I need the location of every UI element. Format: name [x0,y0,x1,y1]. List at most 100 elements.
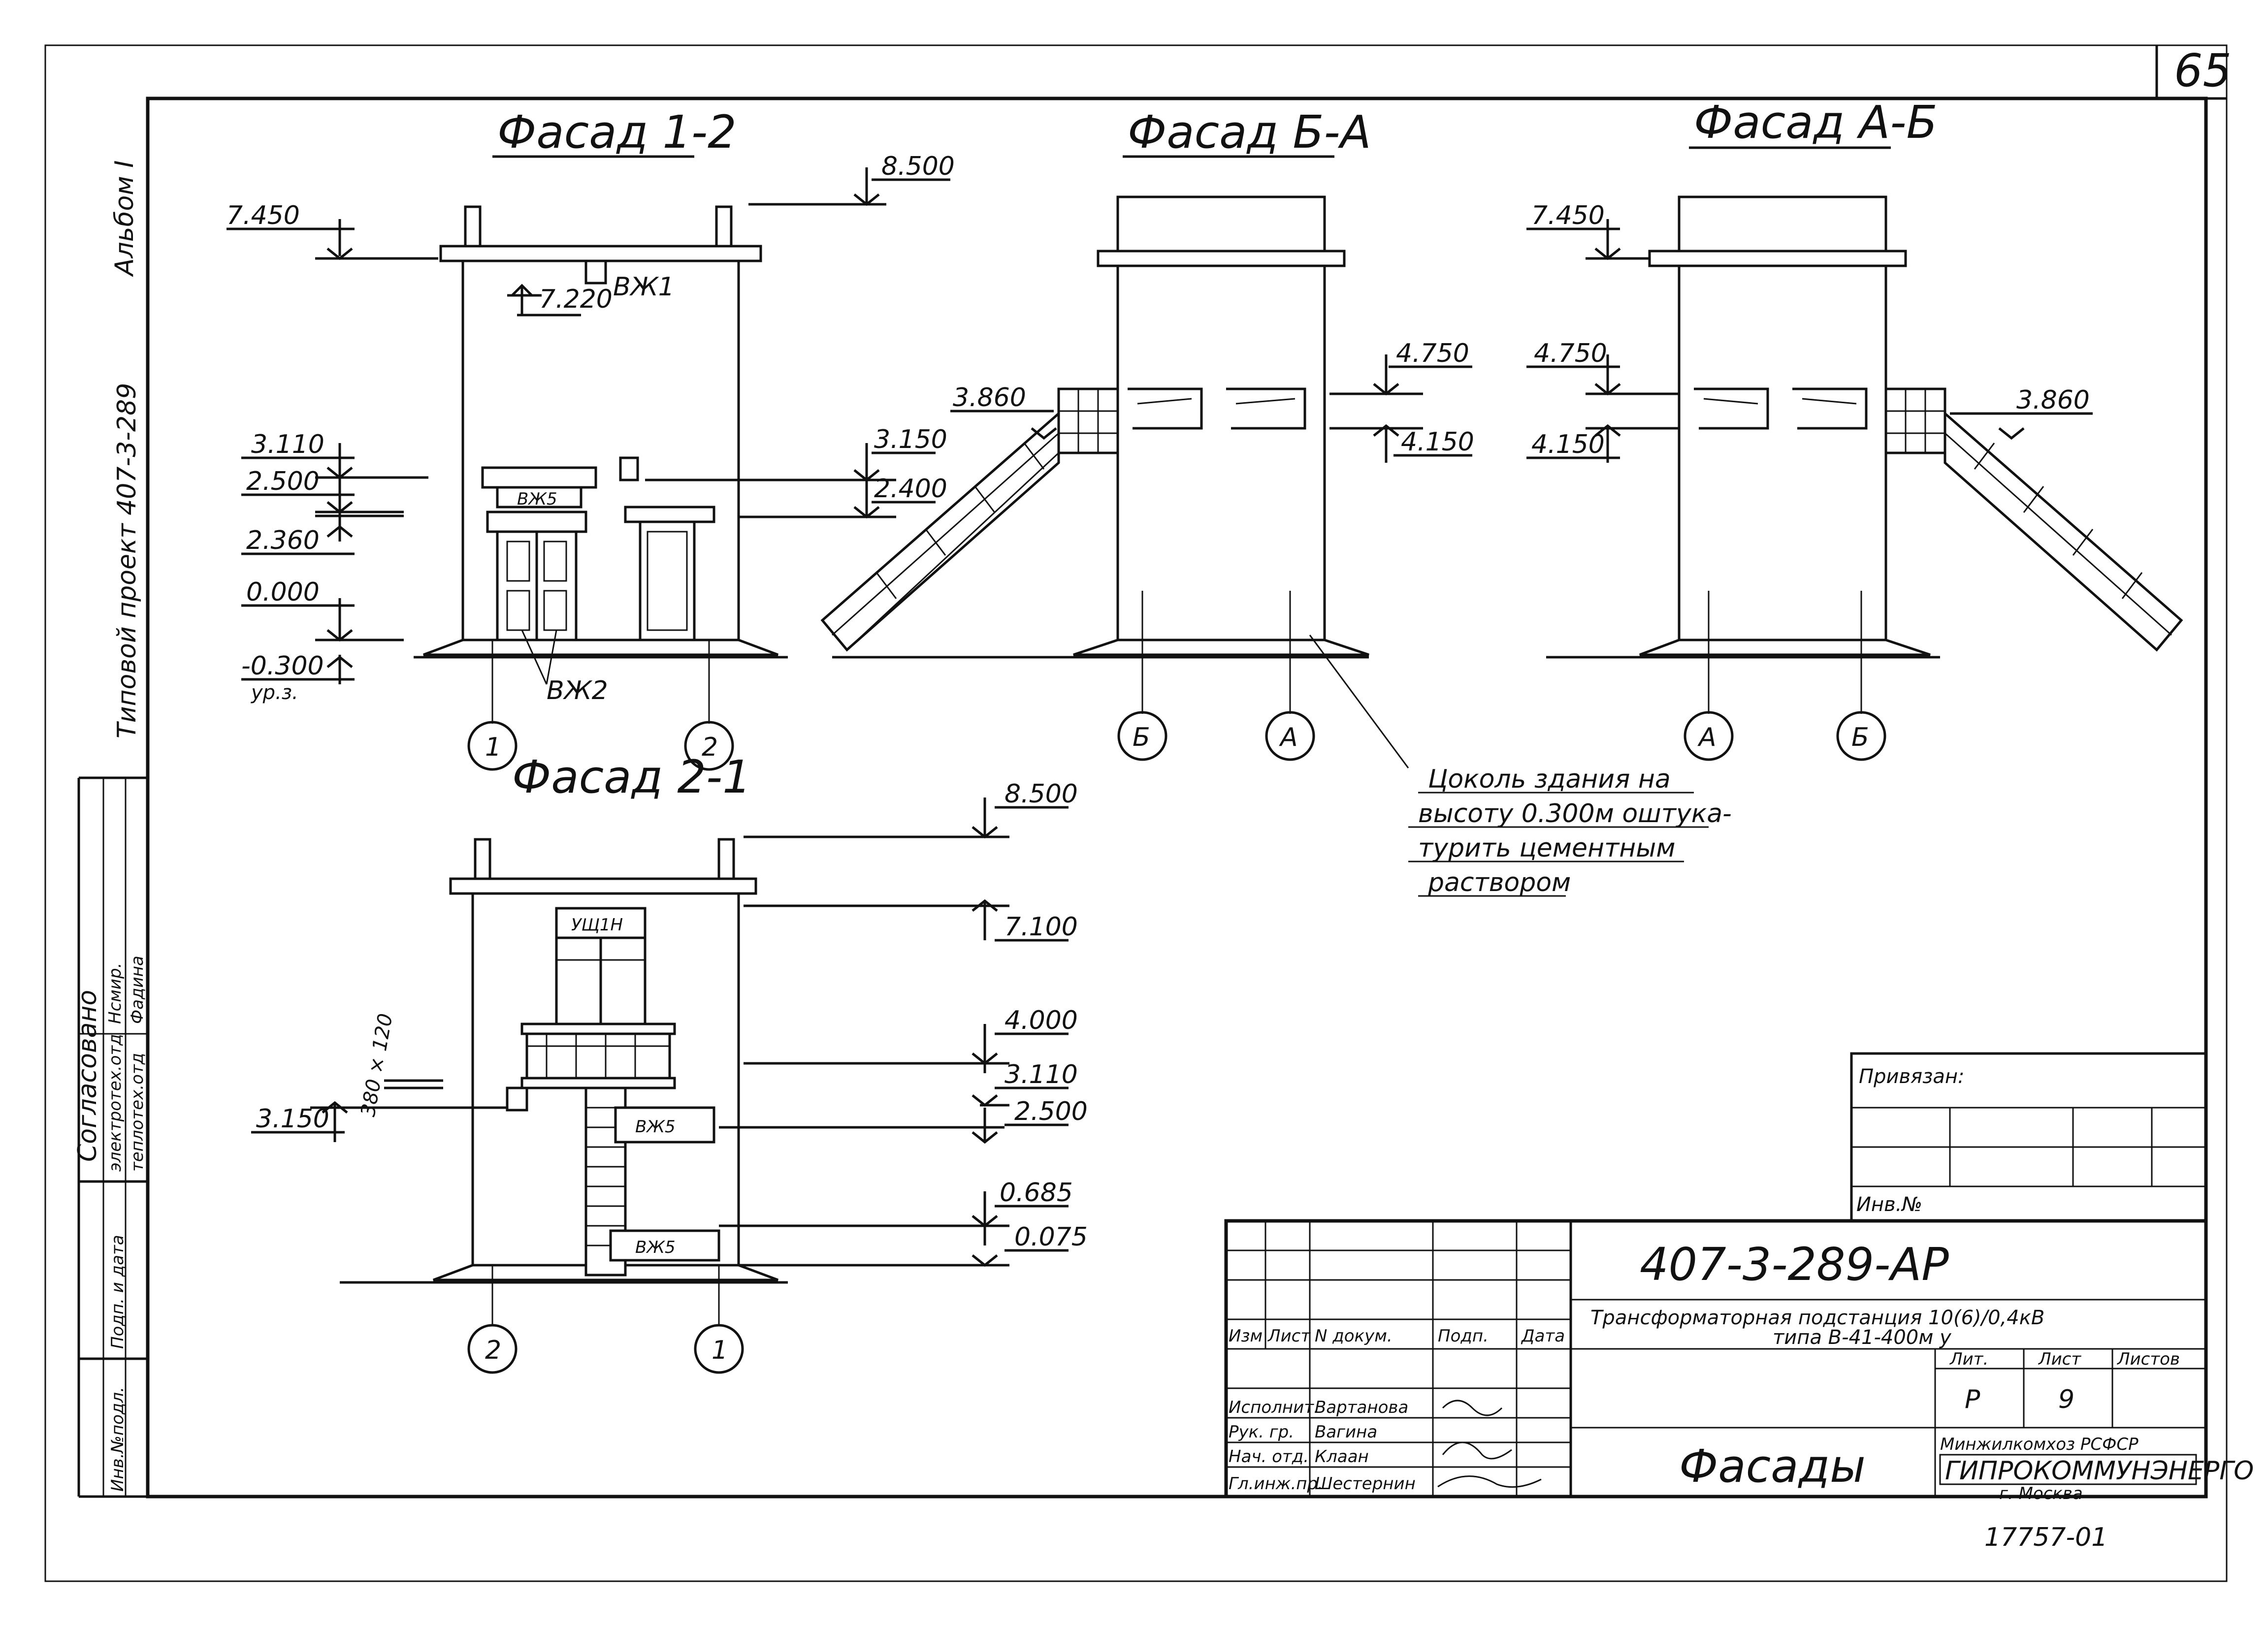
note-leader [1309,635,1409,768]
svg-text:2.500: 2.500 [246,467,320,496]
facade-b-a: Фасад Б-А 3.860 4.750 4.150 Б [820,106,1732,897]
approved-row-3-wrap: Нсмир. [105,963,125,1024]
svg-text:Лист: Лист [1267,1326,1311,1346]
svg-text:3.860: 3.860 [2016,385,2090,415]
axis-2b: 2 [485,1336,501,1365]
svg-text:турить цементным: турить цементным [1418,833,1676,863]
svg-text:8.500: 8.500 [1004,779,1078,809]
mark-vzh2: ВЖ2 [547,676,608,705]
svg-text:2.400: 2.400 [874,474,947,504]
mark-380x120: 380 × 120 [357,1012,397,1118]
svg-text:Исполнит.: Исполнит. [1229,1398,1319,1417]
axis-1b: 1 [712,1336,728,1365]
svg-text:8.500: 8.500 [881,152,955,181]
mark-vzh5-b: ВЖ5 [635,1117,676,1137]
axis-a-1: А [1279,723,1298,752]
svg-text:Листов: Листов [2116,1349,2180,1369]
approved-title: Согласовано [73,990,102,1162]
mark-ushchn: УЩ1Н [571,915,623,935]
svg-text:3.150: 3.150 [256,1104,329,1134]
svg-text:Привязан:: Привязан: [1859,1065,1965,1088]
levels-right-2-1: 8.500 7.100 4.000 3.110 2.500 0.685 0.07… [719,779,1088,1267]
svg-text:Лист: Лист [2038,1349,2081,1369]
svg-text:Цоколь здания на: Цоколь здания на [1428,765,1671,794]
project-label: Типовой проект 407-3-289 [112,383,142,738]
binding-block: Привязан: Инв.№ [1850,1052,2207,1222]
axis-1-circle [467,721,518,771]
archive-number: 17757-01 [1984,1523,2107,1552]
approved-title-wrap: Согласовано [73,990,102,1162]
approved-row-1: электротех.отд [105,1034,125,1172]
inv-label-2-wrap: Подп. и дата [108,1235,128,1349]
svg-text:3.150: 3.150 [874,425,947,454]
axis-1: 1 [485,733,501,762]
plinth-note: Цоколь здания на высоту 0.300м оштука- т… [1408,765,1732,897]
svg-text:4.000: 4.000 [1004,1006,1078,1035]
outer-border [44,44,2228,1582]
facade-b-a-title: Фасад Б-А [1128,106,1371,159]
approved-row-2-wrap: теплотех.отд [128,1053,147,1172]
svg-text:9: 9 [2058,1385,2074,1414]
facade-1-2-plinth [423,638,778,656]
axis-b-2: Б [1851,723,1869,752]
inv-label-2: Подп. и дата [108,1235,128,1349]
svg-text:3.110: 3.110 [251,430,324,459]
svg-text:4.150: 4.150 [1401,427,1474,457]
signature-2 [1442,1441,1512,1460]
signature-1 [1442,1400,1503,1416]
levels-left: 7.450 7.220 3.110 2.500 2.360 0.000 -0.3… [227,201,613,704]
svg-text:0.075: 0.075 [1014,1222,1088,1252]
svg-text:Изм: Изм [1229,1326,1263,1346]
svg-text:4.750: 4.750 [1396,339,1469,368]
svg-text:4.150: 4.150 [1531,430,1605,459]
svg-text:7.450: 7.450 [227,201,300,230]
facade-1-2-title: Фасад 1-2 [497,106,737,159]
svg-text:Лит.: Лит. [1949,1349,1988,1369]
svg-text:Шестернин: Шестернин [1315,1474,1416,1494]
svg-text:3.860: 3.860 [953,383,1026,413]
svg-text:Рук. гр.: Рук. гр. [1229,1422,1294,1442]
approved-row-1-wrap: электротех.отд [105,1034,125,1172]
drawing-name: Фасады [1679,1440,1866,1493]
facade-2-1: Фасад 2-1 УЩ1Н ВЖ5 ВЖ5 380 × [251,751,1088,1374]
svg-text:7.220: 7.220 [539,285,613,314]
approved-row-4: Фадина [128,956,147,1024]
drawing-code: 407-3-289-АР [1640,1238,1949,1291]
svg-text:Дата: Дата [1521,1326,1565,1346]
drawing-title-2: типа В-41-400м у [1773,1326,1952,1349]
side-door [639,520,696,641]
org-name: ГИПРОКОММУНЭНЕРГО [1945,1456,2254,1486]
project-label-wrap: Типовой проект 407-3-289 [112,383,142,738]
svg-text:7.450: 7.450 [1531,201,1605,230]
facade-1-2-roof-slab [439,245,762,262]
axis-2-circle [684,721,734,771]
facade-b-a-parapet [1116,195,1326,253]
mark-vzh5-c: ВЖ5 [635,1238,676,1257]
svg-text:Клаан: Клаан [1315,1447,1369,1467]
svg-text:Гл.инж.пр.: Гл.инж.пр. [1229,1474,1323,1494]
svg-text:3.110: 3.110 [1004,1060,1078,1089]
svg-text:2.360: 2.360 [246,526,320,555]
album-label: Альбом I [110,160,139,277]
svg-text:0.685: 0.685 [1000,1178,1073,1208]
axis-b-1: Б [1133,723,1150,752]
svg-text:-0.300: -0.300 [241,651,324,681]
facade-1-2: Фасад 1-2 ВЖ5 ВЖ1 ВЖ2 7.450 [227,106,955,771]
svg-text:Инв.№: Инв.№ [1856,1193,1922,1216]
facade-a-b: Фасад А-Б 3.860 7.450 4.750 4.150 [1526,96,2183,761]
svg-text:Вагина: Вагина [1315,1422,1377,1442]
facade-2-1-title: Фасад 2-1 [512,751,751,803]
svg-text:4.750: 4.750 [1534,339,1607,368]
sheet-number: 65 [2174,44,2232,97]
axis-a-2: А [1697,723,1717,752]
inv-label-1: Инв.№подл. [108,1387,128,1492]
svg-text:Р: Р [1965,1385,1980,1414]
levels-right-1-2: 8.500 3.150 2.400 [645,152,955,519]
svg-text:высоту 0.300м оштука-: высоту 0.300м оштука- [1418,799,1732,829]
title-block: Изм Лист N докум. Подп. Дата Исполнит. В… [1224,1219,2254,1503]
drawing-title-1: Трансформаторная подстанция 10(6)/0,4кВ [1590,1307,2044,1329]
signature-3 [1437,1475,1542,1488]
svg-text:Нач. отд.: Нач. отд. [1229,1447,1309,1467]
stair-a-b [1944,411,2183,652]
